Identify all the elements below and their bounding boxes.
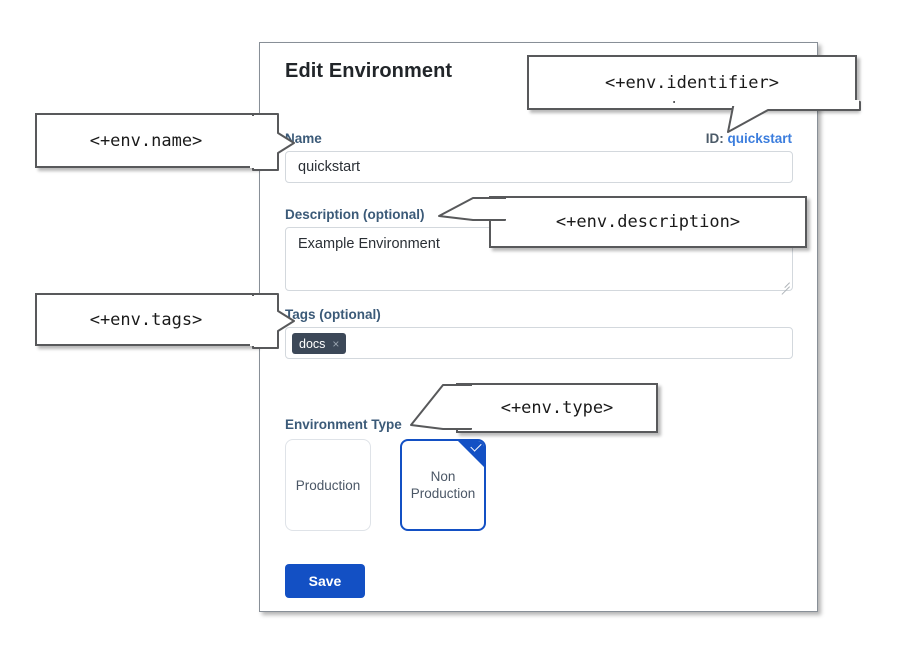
- environment-type-label: Environment Type: [285, 417, 402, 432]
- callout-env-tags-text: <+env.tags>: [89, 309, 203, 330]
- callout-env-description-text: <+env.description>: [555, 212, 741, 232]
- type-card-non-production[interactable]: Non Production: [400, 439, 486, 531]
- tag-chip-label: docs: [299, 336, 326, 351]
- callout-env-type: <+env.type>: [456, 383, 658, 433]
- callout-tail-name: [250, 111, 296, 171]
- callout-env-type-text: <+env.type>: [500, 398, 614, 418]
- callout-env-description: <+env.description>: [489, 196, 807, 248]
- callout-env-tags: <+env.tags>: [35, 293, 257, 346]
- identifier-value-link[interactable]: quickstart: [727, 131, 792, 146]
- close-icon[interactable]: ×: [332, 336, 340, 351]
- edit-environment-dialog: Edit Environment Name ID: quickstart Des…: [259, 42, 818, 612]
- callout-env-name-text: <+env.name>: [89, 130, 203, 151]
- callout-env-identifier-text: <+env.identifier>: [605, 72, 779, 93]
- environment-identifier: ID: quickstart: [706, 131, 792, 146]
- identifier-prefix-label: ID:: [705, 131, 724, 146]
- callout-tail-type: [409, 381, 473, 435]
- callout-tail-identifier: [672, 100, 862, 140]
- callout-tail-tags: [250, 291, 296, 349]
- page-title: Edit Environment: [285, 60, 453, 82]
- name-input[interactable]: [285, 151, 793, 183]
- description-field-label: Description (optional): [285, 207, 425, 222]
- type-card-production-label: Production: [295, 477, 361, 493]
- callout-env-name: <+env.name>: [35, 113, 257, 168]
- type-card-production[interactable]: Production: [285, 439, 371, 531]
- tags-input[interactable]: docs ×: [285, 327, 793, 359]
- tag-chip[interactable]: docs ×: [292, 333, 347, 354]
- selected-corner-badge: [458, 441, 484, 467]
- type-card-non-production-label: Non Production: [410, 469, 476, 501]
- tags-field-label: Tags (optional): [285, 307, 381, 322]
- save-button[interactable]: Save: [285, 564, 365, 598]
- callout-tail-description: [437, 194, 507, 234]
